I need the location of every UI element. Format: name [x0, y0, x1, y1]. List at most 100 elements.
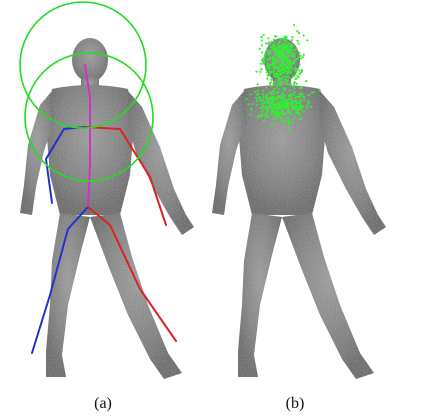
point-marker	[263, 102, 265, 104]
point-marker	[270, 107, 272, 109]
point-marker	[284, 57, 286, 59]
point-marker	[270, 64, 272, 66]
point-marker	[282, 43, 284, 45]
point-marker	[261, 59, 263, 61]
point-marker	[300, 117, 302, 119]
point-marker	[260, 68, 262, 70]
point-marker	[272, 110, 274, 112]
point-marker	[268, 70, 270, 72]
point-marker	[291, 100, 293, 102]
point-marker	[266, 98, 268, 100]
point-marker	[298, 64, 300, 66]
point-marker	[292, 105, 294, 107]
point-marker	[288, 52, 290, 54]
point-marker	[256, 100, 258, 102]
point-marker	[291, 67, 293, 69]
point-marker	[277, 56, 279, 58]
point-marker	[261, 39, 263, 41]
point-marker	[284, 124, 286, 126]
point-marker	[289, 64, 291, 66]
point-marker	[302, 106, 304, 108]
point-marker	[286, 79, 288, 81]
point-marker	[266, 115, 268, 117]
point-marker	[261, 111, 263, 113]
point-marker	[282, 120, 284, 122]
point-marker	[288, 76, 290, 78]
point-marker	[278, 70, 280, 72]
point-marker	[310, 106, 312, 108]
point-marker	[290, 113, 292, 115]
point-marker	[282, 50, 284, 52]
point-marker	[283, 54, 285, 56]
point-marker	[306, 106, 308, 108]
point-marker	[269, 57, 271, 59]
point-marker	[286, 38, 288, 40]
point-marker	[281, 92, 283, 94]
point-marker	[268, 101, 270, 103]
point-marker	[278, 51, 280, 53]
point-marker	[277, 91, 279, 93]
point-marker	[293, 60, 295, 62]
point-marker	[260, 63, 262, 65]
point-marker	[278, 61, 280, 63]
point-marker	[245, 98, 247, 100]
point-marker	[295, 73, 297, 75]
point-marker	[261, 103, 263, 105]
point-marker	[270, 78, 272, 80]
point-marker	[295, 69, 297, 71]
point-marker	[278, 81, 280, 83]
point-marker	[319, 89, 321, 91]
point-marker	[265, 117, 267, 119]
point-marker	[290, 50, 292, 52]
point-marker	[283, 98, 285, 100]
point-marker	[281, 47, 283, 49]
point-marker	[278, 113, 280, 115]
point-marker	[262, 105, 264, 107]
point-marker	[279, 72, 281, 74]
point-marker	[276, 113, 278, 115]
point-marker	[273, 104, 275, 106]
point-marker	[263, 34, 265, 36]
point-marker	[272, 82, 274, 84]
point-marker	[270, 124, 272, 126]
point-marker	[287, 44, 289, 46]
point-marker	[286, 49, 288, 51]
point-marker	[284, 89, 286, 91]
point-marker	[256, 94, 258, 96]
point-marker	[276, 99, 278, 101]
point-marker	[283, 63, 285, 65]
point-marker	[281, 98, 283, 100]
point-marker	[303, 54, 305, 56]
point-marker	[282, 66, 284, 68]
point-marker	[312, 91, 314, 93]
point-marker	[266, 50, 268, 52]
point-marker	[274, 84, 276, 86]
point-marker	[290, 55, 292, 57]
point-marker	[259, 48, 261, 50]
point-marker	[289, 48, 291, 50]
point-marker	[289, 44, 291, 46]
point-marker	[291, 85, 293, 87]
point-marker	[288, 94, 290, 96]
point-marker	[293, 100, 295, 102]
point-marker	[288, 128, 290, 130]
point-marker	[271, 41, 273, 43]
point-marker	[270, 102, 272, 104]
point-marker	[286, 99, 288, 101]
point-marker	[255, 71, 257, 73]
point-marker	[278, 68, 280, 70]
point-marker	[293, 63, 295, 65]
point-marker	[266, 78, 268, 80]
point-marker	[300, 57, 302, 59]
point-marker	[273, 66, 275, 68]
point-marker	[259, 71, 261, 73]
point-marker	[284, 44, 286, 46]
point-marker	[282, 38, 284, 40]
point-marker	[287, 71, 289, 73]
point-marker	[281, 111, 283, 113]
point-marker	[267, 109, 269, 111]
point-marker	[276, 50, 278, 52]
point-marker	[275, 76, 277, 78]
point-marker	[274, 88, 276, 90]
point-marker	[285, 64, 287, 66]
